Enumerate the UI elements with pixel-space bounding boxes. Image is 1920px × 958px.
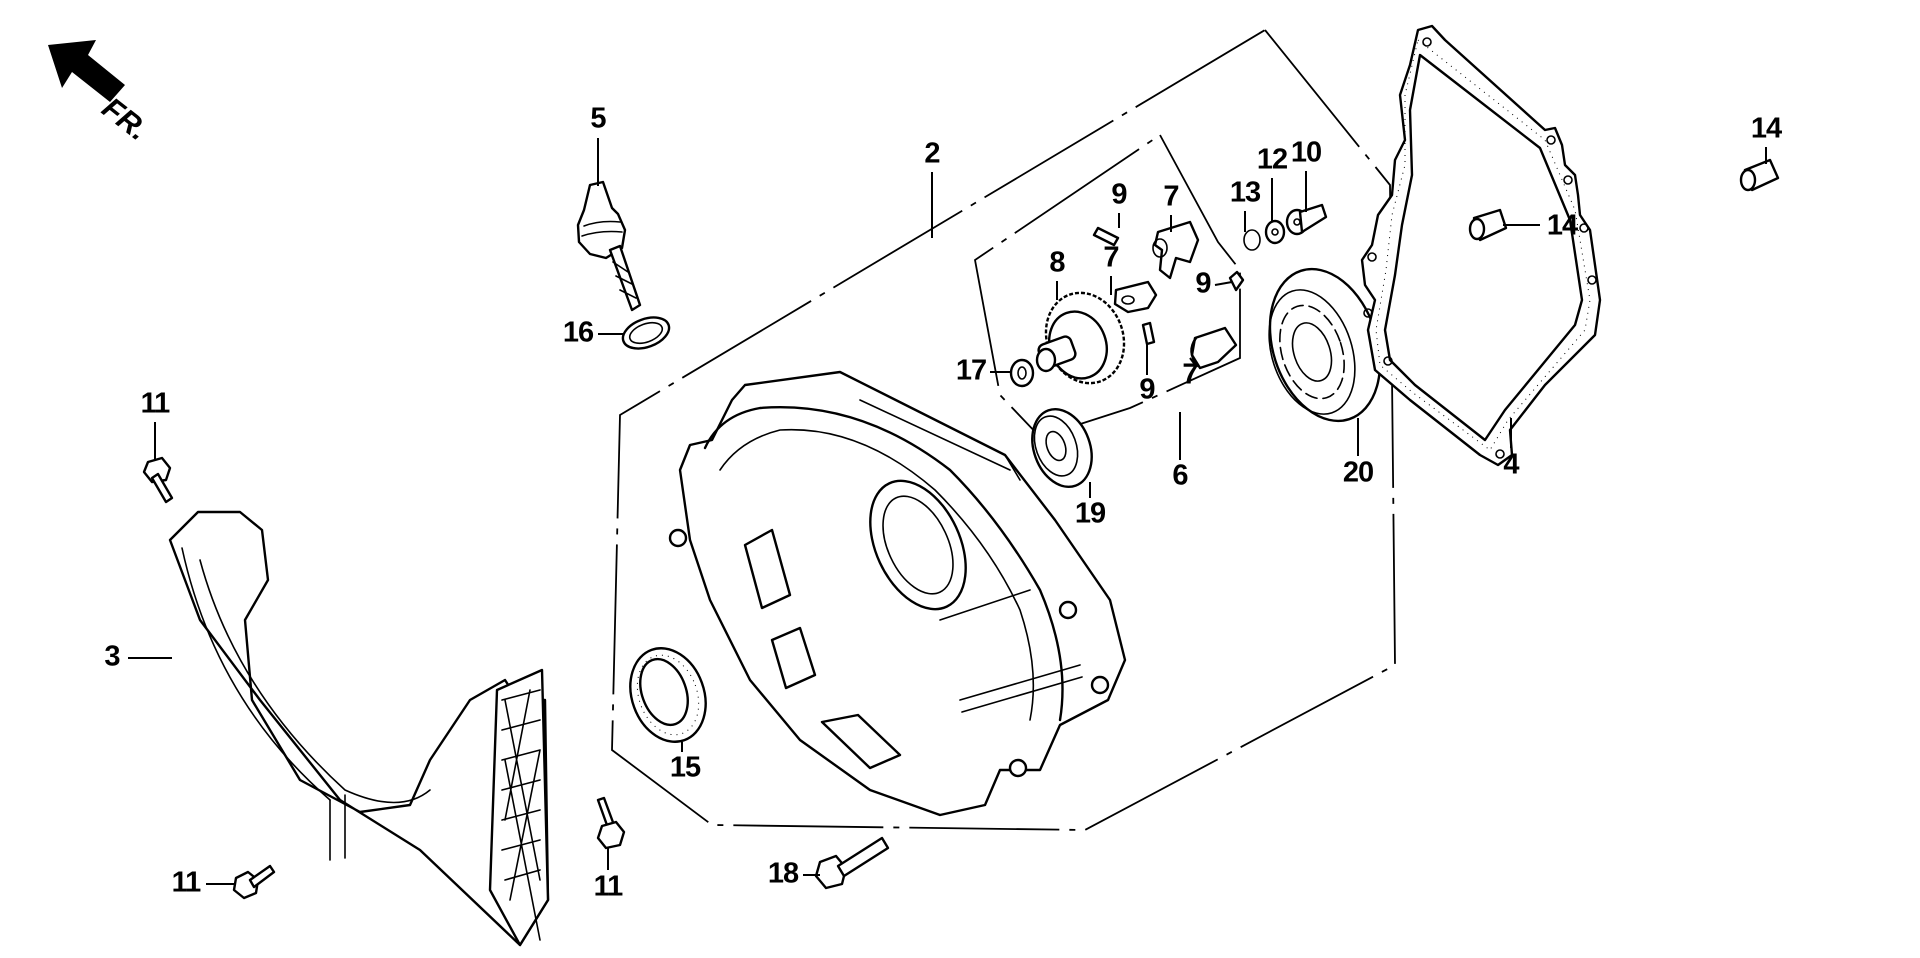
oil-seal-part (629, 647, 707, 743)
washer-12-part (1264, 219, 1286, 245)
dowel-pin-middle-part (1468, 208, 1508, 242)
oil-filler-cap-part (576, 180, 642, 312)
callout-16[interactable]: 16 (563, 317, 595, 349)
pin-9-upper-part (1092, 226, 1120, 247)
leader-7c (1189, 357, 1197, 367)
callout-9-right[interactable]: 9 (1195, 268, 1212, 300)
pin-9-right-part (1228, 270, 1245, 292)
bolt-11-lower-middle-part (596, 796, 626, 850)
bolt-11-upper-left-part (142, 456, 174, 504)
callout-5[interactable]: 5 (590, 103, 607, 135)
callout-14-right[interactable]: 14 (1751, 113, 1783, 145)
callout-12[interactable]: 12 (1257, 144, 1288, 176)
callout-11-lower-left[interactable]: 11 (172, 867, 203, 899)
assembly-6-outline (974, 133, 1241, 439)
callout-18[interactable]: 18 (768, 858, 800, 890)
callout-labels: 5 2 16 9 7 13 12 10 14 14 8 7 9 17 9 7 6… (104, 103, 1783, 903)
callout-20[interactable]: 20 (1343, 457, 1374, 489)
callout-14-middle[interactable]: 14 (1547, 210, 1579, 242)
clip-13-part (1243, 229, 1261, 251)
callout-2[interactable]: 2 (924, 138, 940, 170)
small-bearing-part (1031, 408, 1093, 488)
callout-11-lower-middle[interactable]: 11 (594, 871, 625, 903)
callout-9-upper[interactable]: 9 (1111, 179, 1128, 211)
callout-8[interactable]: 8 (1049, 247, 1066, 279)
callout-7-lower[interactable]: 7 (1182, 359, 1198, 391)
dowel-pin-right-part (1739, 158, 1780, 192)
callout-4[interactable]: 4 (1503, 449, 1520, 481)
leader-9b (1214, 281, 1233, 286)
callout-13[interactable]: 13 (1230, 177, 1262, 209)
callout-10[interactable]: 10 (1291, 137, 1322, 169)
bolt-18-part (814, 836, 890, 890)
callout-17[interactable]: 17 (956, 355, 987, 387)
callout-7-upper[interactable]: 7 (1163, 181, 1179, 213)
fan-shroud-part (168, 510, 550, 947)
callout-19[interactable]: 19 (1075, 498, 1107, 530)
o-ring-part (621, 316, 671, 350)
gasket-part (1360, 24, 1602, 467)
callout-6[interactable]: 6 (1172, 460, 1189, 492)
front-direction-arrow-icon: FR. (48, 40, 154, 147)
governor-weight-upper-part (1152, 220, 1200, 280)
direction-label: FR. (96, 92, 154, 148)
crankcase-cover-part (668, 370, 1127, 817)
callout-7-middle[interactable]: 7 (1103, 242, 1119, 274)
washer-17-part (1009, 358, 1035, 388)
governor-gear-part (1035, 291, 1126, 385)
callout-9-lower[interactable]: 9 (1139, 374, 1156, 406)
bolt-11-lower-left-part (232, 864, 276, 900)
governor-weight-middle-part (1113, 280, 1158, 314)
callout-15[interactable]: 15 (670, 752, 702, 784)
callout-3[interactable]: 3 (104, 641, 121, 673)
leader-lines (128, 138, 1767, 885)
pin-9-lower-part (1141, 321, 1156, 346)
callout-11-upper-left[interactable]: 11 (141, 388, 172, 420)
large-bearing-part (1268, 267, 1382, 423)
governor-weight-lower-part (1190, 326, 1238, 370)
